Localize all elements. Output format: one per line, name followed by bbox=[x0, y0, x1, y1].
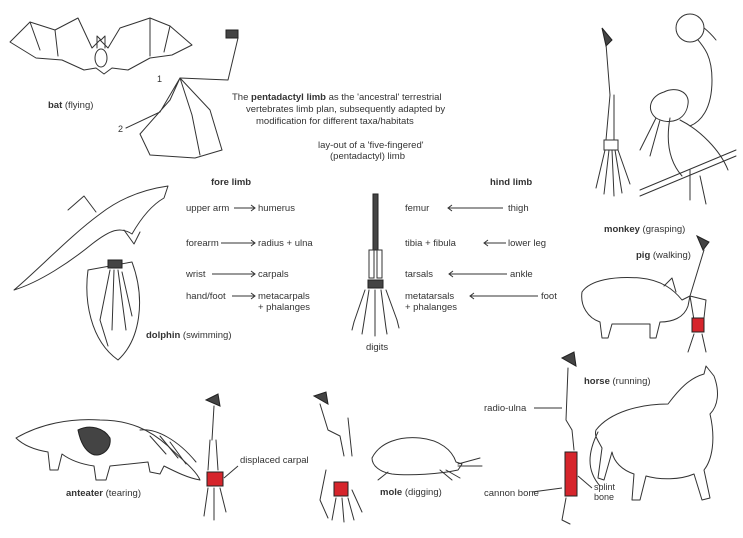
pig-leg-skeleton bbox=[688, 236, 709, 352]
layout-caption-line-1: lay-out of a 'five-fingered' bbox=[318, 140, 424, 151]
digits-label: digits bbox=[366, 342, 388, 353]
hind-bone-phalanges: + phalanges bbox=[405, 302, 457, 313]
intro-line-1: The pentadactyl limb as the 'ancestral' … bbox=[232, 92, 442, 103]
fore-common-hand-foot: hand/foot bbox=[186, 291, 226, 302]
anteater-illustration bbox=[16, 420, 200, 480]
dolphin-illustration bbox=[14, 186, 168, 290]
pig-label: pig (walking) bbox=[636, 250, 691, 261]
hind-common-foot: foot bbox=[541, 291, 557, 302]
dolphin-flipper-skeleton bbox=[87, 260, 140, 360]
fore-bone-phalanges: + phalanges bbox=[258, 302, 310, 313]
dolphin-label: dolphin (swimming) bbox=[146, 330, 232, 341]
mole-label: mole (digging) bbox=[380, 487, 442, 498]
layout-caption-line-2: (pentadactyl) limb bbox=[330, 151, 405, 162]
hind-bone-tibia-fibula: tibia + fibula bbox=[405, 238, 457, 249]
svg-text:2: 2 bbox=[118, 124, 123, 134]
intro-line-2: vertebrates limb plan, subsequently adap… bbox=[246, 104, 445, 115]
mole-illustration bbox=[372, 438, 482, 480]
hind-bone-femur: femur bbox=[405, 203, 429, 214]
radio-ulna-label: radio-ulna bbox=[484, 403, 527, 414]
hind-common-thigh: thigh bbox=[508, 203, 529, 214]
intro-line-3: modification for different taxa/habitats bbox=[256, 116, 414, 127]
monkey-arm-skeleton bbox=[596, 28, 630, 196]
hind-common-ankle: ankle bbox=[510, 269, 533, 280]
cannon-bone-label: cannon bone bbox=[484, 488, 539, 499]
central-pentadactyl-limb bbox=[352, 194, 399, 336]
svg-text:1: 1 bbox=[157, 74, 162, 84]
displaced-carpal-label: displaced carpal bbox=[240, 455, 309, 466]
fore-bone-humerus: humerus bbox=[258, 203, 295, 214]
monkey-illustration bbox=[640, 14, 736, 204]
bat-wing-skeleton: 1 2 bbox=[118, 30, 238, 158]
splint-bone-label-1: splint bbox=[594, 482, 616, 492]
fore-limb-heading: fore limb bbox=[211, 177, 251, 188]
pig-illustration bbox=[582, 278, 690, 338]
hind-common-lower-leg: lower leg bbox=[508, 238, 546, 249]
mole-arm-skeleton bbox=[314, 392, 362, 522]
hind-limb-heading: hind limb bbox=[490, 177, 532, 188]
fore-limb-mapping: upper arm humerus forearm radius + ulna … bbox=[185, 203, 313, 313]
horse-label: horse (running) bbox=[584, 376, 651, 387]
fore-common-wrist: wrist bbox=[185, 269, 206, 280]
fore-bone-metacarpals: metacarpals bbox=[258, 291, 310, 302]
fore-bone-radius-ulna: radius + ulna bbox=[258, 238, 313, 249]
fore-common-upper-arm: upper arm bbox=[186, 203, 229, 214]
splint-bone-label-2: bone bbox=[594, 492, 614, 502]
anteater-arm-skeleton bbox=[204, 394, 226, 520]
bat-illustration bbox=[10, 18, 192, 74]
bat-label: bat (flying) bbox=[48, 100, 93, 111]
fore-common-forearm: forearm bbox=[186, 238, 219, 249]
hind-bone-metatarsals: metatarsals bbox=[405, 291, 454, 302]
fore-bone-carpals: carpals bbox=[258, 269, 289, 280]
hind-bone-tarsals: tarsals bbox=[405, 269, 433, 280]
anteater-label: anteater (tearing) bbox=[66, 488, 141, 499]
horse-leg-skeleton bbox=[562, 352, 577, 524]
hind-limb-mapping: femur thigh tibia + fibula lower leg tar… bbox=[405, 203, 557, 313]
monkey-label: monkey (grasping) bbox=[604, 224, 685, 235]
